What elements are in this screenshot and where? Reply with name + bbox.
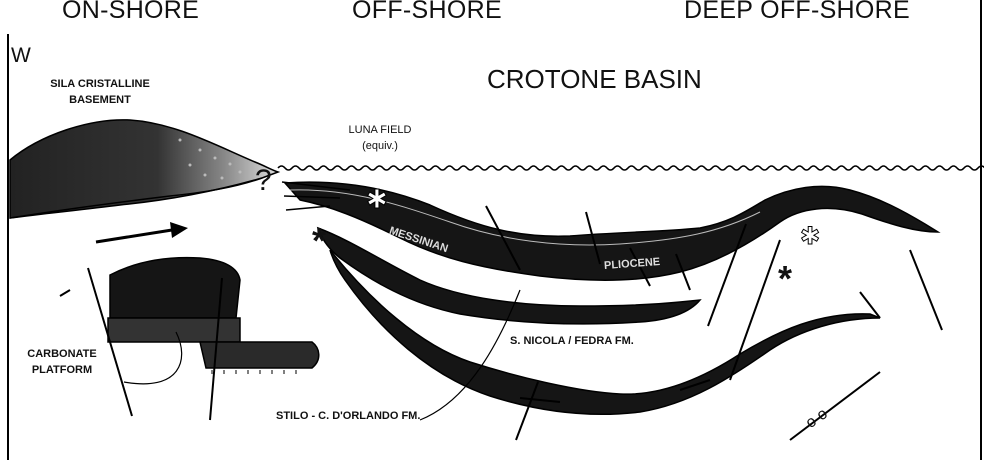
- asterisk-right: *: [778, 258, 792, 300]
- carbonate-platform-lens: [200, 342, 319, 368]
- basin-title: CROTONE BASIN: [487, 64, 702, 95]
- san-nicola-label: S. NICOLA / FEDRA FM.: [510, 333, 634, 349]
- direction-label: W: [11, 44, 31, 68]
- gas-star-symbol-right: ✱: [800, 222, 820, 250]
- carbonate-hatching: [212, 370, 296, 374]
- sila-basement-label: SILA CRISTALLINE BASEMENT: [30, 76, 170, 108]
- question-mark: ?: [255, 164, 272, 198]
- sea-surface-line: [278, 166, 984, 170]
- luna-field-label: LUNA FIELD (equiv.): [330, 122, 430, 154]
- stilo-label: STILO - C. D'ORLANDO FM.: [276, 408, 420, 424]
- thrust-arrow-shaft: [96, 230, 172, 242]
- sila-basement-body: [10, 120, 278, 218]
- header-deep-off-shore: DEEP OFF-SHORE: [684, 0, 910, 25]
- carbonate-platform-lower: [108, 318, 240, 342]
- header-off-shore: OFF-SHORE: [352, 0, 502, 25]
- header-on-shore: ON-SHORE: [62, 0, 199, 25]
- thrust-arrow-head: [170, 222, 188, 238]
- gas-star-symbol: ✱: [366, 185, 388, 215]
- asterisk-left: *: [312, 220, 326, 262]
- carbonate-platform-label: CARBONATE PLATFORM: [24, 346, 100, 378]
